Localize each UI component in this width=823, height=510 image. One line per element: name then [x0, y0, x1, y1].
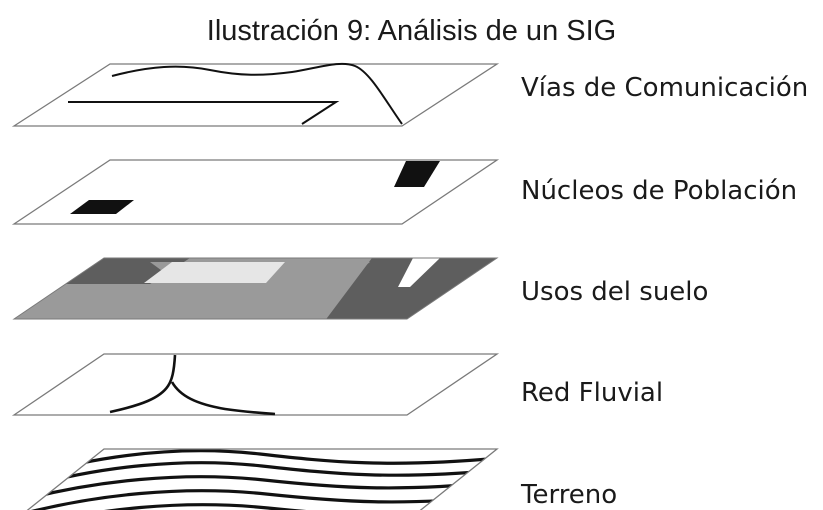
layer-plane	[26, 448, 499, 510]
layer-label-red-fluvial: Red Fluvial	[521, 378, 664, 408]
land-use-white	[398, 258, 440, 287]
layer-nucleos-de-poblacion	[11, 159, 500, 225]
layer-plane	[11, 63, 500, 127]
layer-label-vias-de-comunicacion: Vías de Comunicación	[521, 73, 809, 103]
layer-red-fluvial	[11, 353, 500, 416]
figure-caption: Ilustración 9: Análisis de un SIG	[206, 15, 617, 47]
contour-line	[14, 489, 497, 510]
road-line	[68, 101, 340, 125]
contour-line	[14, 475, 497, 508]
road-line	[111, 62, 403, 125]
river-line	[170, 381, 276, 416]
layer-terreno	[14, 448, 499, 510]
population-area	[70, 200, 134, 214]
contour-line	[19, 449, 497, 480]
layer-plane	[12, 257, 499, 320]
river-line	[109, 354, 177, 414]
layer-usos-del-suelo	[12, 257, 499, 320]
land-use-light	[144, 262, 285, 283]
contour-line	[14, 503, 497, 510]
layer-label-nucleos-de-poblacion: Núcleos de Población	[521, 176, 798, 206]
population-area	[394, 161, 440, 187]
layer-plane	[11, 353, 500, 416]
contour-line	[14, 461, 497, 494]
layer-label-terreno: Terreno	[521, 480, 618, 510]
layer-label-usos-del-suelo: Usos del suelo	[521, 277, 709, 307]
layer-vias-de-comunicacion	[11, 62, 500, 127]
layer-plane	[11, 159, 500, 225]
